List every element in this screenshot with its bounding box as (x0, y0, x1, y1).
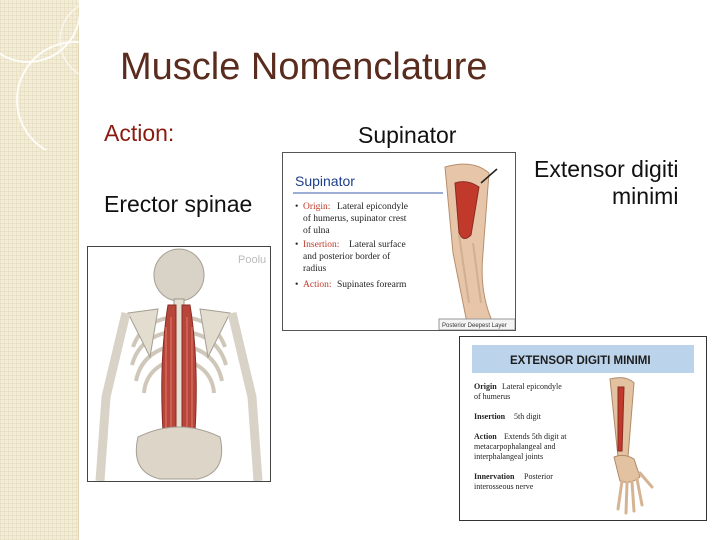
edm-origin-key: Origin (474, 382, 497, 391)
slide-sidebar-texture (0, 0, 79, 540)
extensor-digiti-minimi-illustration: EXTENSOR DIGITI MINIMI Origin Lateral ep… (460, 337, 706, 520)
svg-text:•: • (295, 240, 298, 250)
svg-text:•: • (295, 202, 298, 212)
image-watermark: Poolu (238, 254, 266, 266)
origin-key: Origin: (303, 202, 330, 212)
extensor-label-line2: minimi (612, 183, 679, 209)
svg-text:•: • (295, 280, 298, 290)
edm-insertion-line-1: 5th digit (514, 412, 542, 421)
origin-line-3: of ulna (303, 225, 330, 236)
action-key: Action: (303, 280, 332, 290)
supinator-illustration: Supinator • Origin: Lateral epicondyle o… (283, 153, 515, 330)
slide-title: Muscle Nomenclature (120, 46, 488, 88)
supinator-image: Supinator • Origin: Lateral epicondyle o… (282, 152, 516, 331)
extensor-digiti-minimi-label: Extensor digiti minimi (534, 156, 678, 210)
action-label: Action: (104, 120, 175, 146)
erector-spinae-label: Erector spinae (104, 191, 253, 217)
insertion-line-1: Lateral surface (349, 239, 406, 250)
extensor-label-line1: Extensor digiti (534, 156, 679, 182)
edm-origin-line-1: Lateral epicondyle (502, 382, 562, 391)
edm-action-line-3: interphalangeal joints (474, 452, 543, 461)
origin-line-2: of humerus, supinator crest (303, 213, 407, 224)
extensor-digiti-minimi-image: EXTENSOR DIGITI MINIMI Origin Lateral ep… (459, 336, 707, 521)
edm-innervation-line-1: Posterior (524, 472, 553, 481)
supinator-card-heading: Supinator (295, 173, 355, 189)
action-line-1: Supinates forearm (337, 279, 407, 290)
insertion-line-3: radius (303, 264, 327, 274)
edm-action-line-1: Extends 5th digit at (504, 432, 567, 441)
insertion-key: Insertion: (303, 240, 339, 250)
edm-action-key: Action (474, 432, 497, 441)
edm-innervation-line-2: interosseous nerve (474, 482, 534, 491)
erector-spinae-image: Poolu (87, 246, 271, 482)
origin-line-1: Lateral epicondyle (337, 202, 408, 212)
edm-card-heading: EXTENSOR DIGITI MINIMI (510, 355, 651, 367)
supinator-label: Supinator (358, 122, 457, 148)
skeleton-back-illustration: Poolu (88, 247, 270, 481)
edm-insertion-key: Insertion (474, 412, 506, 421)
edm-action-line-2: metacarpophalangeal and (474, 442, 556, 451)
insertion-line-2: and posterior border of (303, 251, 391, 262)
supinator-caption: Posterior Deepest Layer (442, 323, 507, 329)
edm-innervation-key: Innervation (474, 472, 515, 481)
edm-origin-line-2: of humerus (474, 392, 510, 401)
